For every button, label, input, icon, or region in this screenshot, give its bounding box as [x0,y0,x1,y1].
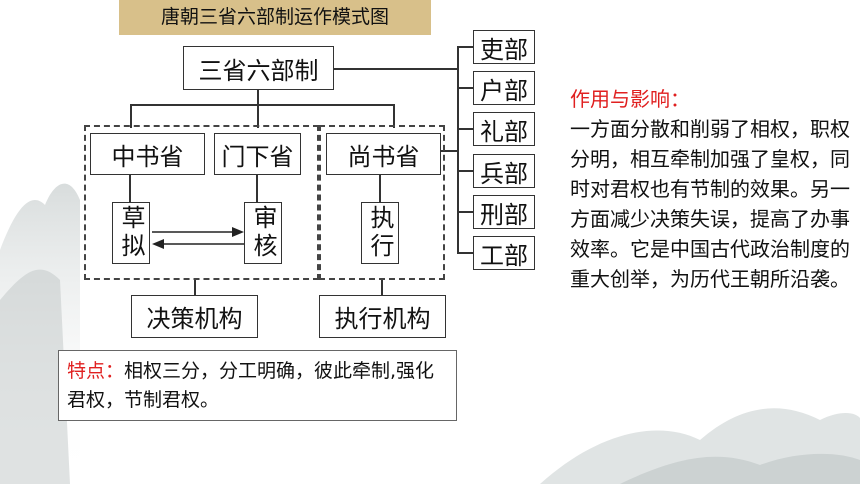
connector [457,46,459,253]
connector [457,170,473,172]
connector [457,87,473,89]
connector [130,104,132,128]
connector [257,90,259,128]
execution-group [319,125,445,280]
bu-box: 刑部 [473,195,535,229]
review-box: 审核 [244,202,282,264]
decision-group [84,125,319,280]
effect-block: 作用与影响： 一方面分散和削弱了相权，职权分明，相互牵制加强了皇权，同时对君权也… [570,84,850,294]
draft-review-arrows [152,227,244,249]
effect-text: 一方面分散和削弱了相权，职权分明，相互牵制加强了皇权，同时对君权也有节制的效果。… [570,117,850,291]
connector [457,46,473,48]
connector [256,172,258,202]
connector [129,172,131,202]
root-box: 三省六部制 [183,46,334,90]
connector [379,172,381,202]
shangshu-box: 尚书省 [326,133,441,175]
connector [194,279,196,296]
connector [457,211,473,213]
effect-label: 作用与影响： [570,87,690,111]
connector [381,279,383,296]
connector [393,104,395,128]
execution-org-box: 执行机构 [319,295,446,338]
feature-text: 相权三分，分工明确，彼此牵制,强化君权，节制君权。 [67,360,435,411]
connector [334,68,458,70]
connector [457,252,473,254]
bu-box: 户部 [473,71,535,105]
zhongshu-box: 中书省 [90,133,205,175]
decision-org-box: 决策机构 [131,295,258,338]
execute-box: 执行 [361,202,399,264]
review-label: 审核 [249,205,277,261]
draft-box: 草拟 [112,202,150,264]
connector [130,104,394,106]
feature-box: 特点：相权三分，分工明确，彼此牵制,强化君权，节制君权。 [58,350,457,421]
menxia-box: 门下省 [214,133,301,175]
diagram-title: 唐朝三省六部制运作模式图 [119,0,431,35]
execute-label: 执行 [366,205,394,261]
draft-label: 草拟 [117,205,145,261]
bu-box: 兵部 [473,154,535,188]
connector [441,150,458,152]
connector [457,128,473,130]
bu-box: 礼部 [473,112,535,146]
bu-box: 工部 [473,236,535,270]
feature-label: 特点： [67,360,125,382]
bu-box: 吏部 [473,30,535,64]
